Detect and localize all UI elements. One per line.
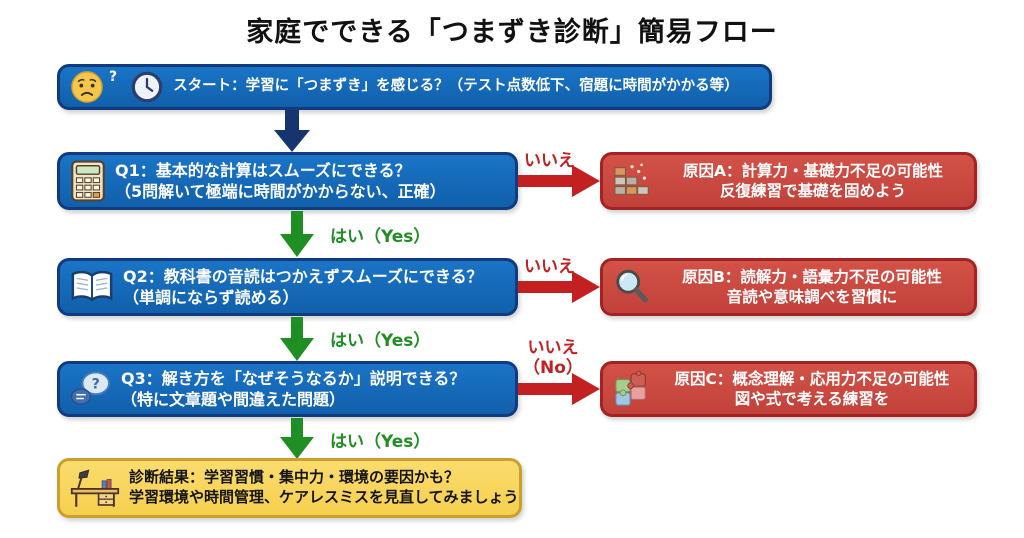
- q1-line2: （5問解いて極端に時間がかからない、正確）: [115, 182, 446, 201]
- arrow-down-yes-2: [277, 317, 317, 365]
- cause-a-box: 原因A：計算力・基礎力不足の可能性 反復練習で基礎を固めよう: [600, 152, 977, 210]
- cause-c-text: 原因C：概念理解・応用力不足の可能性 図や式で考える練習を: [660, 369, 964, 410]
- q2-box: Q2：教科書の音読はつかえずスムーズにできる？ （単調にならず読める）: [57, 258, 518, 316]
- desk-icon: [70, 467, 120, 509]
- yes-label-2: はい（Yes）: [330, 331, 431, 351]
- cause-b-text: 原因B：読解力・語彙力不足の可能性 音読や意味調べを習慣に: [660, 267, 964, 308]
- cause-c-box: 原因C：概念理解・応用力不足の可能性 図や式で考える練習を: [600, 361, 977, 417]
- q3-line1: Q3：解き方を「なぜそうなるか」説明できる？: [121, 368, 466, 388]
- clock-icon: [130, 70, 164, 104]
- q3-box: ? Q3：解き方を「なぜそうなるか」説明できる？ （特に文章題や間違えた問題）: [57, 361, 518, 417]
- q1-box: Q1：基本的な計算はスムーズにできる？ （5問解いて極端に時間がかからない、正確…: [57, 152, 518, 210]
- calculator-icon: [70, 160, 106, 202]
- arrow-right-no-1: [518, 164, 600, 202]
- result-text: 診断結果：学習習慣・集中力・環境の要因かも？ 学習環境や時間管理、ケアレスミスを…: [129, 468, 519, 508]
- arrow-right-no-2: [518, 270, 600, 308]
- cause-b-line1: 原因B：読解力・語彙力不足の可能性: [682, 267, 942, 286]
- arrow-right-no-3: [518, 372, 600, 410]
- result-box: 診断結果：学習習慣・集中力・環境の要因かも？ 学習環境や時間管理、ケアレスミスを…: [57, 458, 522, 518]
- q3-text: Q3：解き方を「なぜそうなるか」説明できる？ （特に文章題や間違えた問題）: [121, 368, 465, 410]
- no-label-1: いいえ: [524, 151, 575, 171]
- open-book-icon: [70, 269, 114, 305]
- result-line1: 診断結果：学習習慣・集中力・環境の要因かも？: [129, 468, 460, 487]
- magnifier-icon: [613, 268, 651, 306]
- speech-bubbles-icon: ?: [70, 370, 112, 408]
- puzzle-icon: [613, 370, 651, 408]
- q3-line2: （特に文章題や間違えた問題）: [121, 390, 346, 409]
- cause-c-line2: 図や式で考える練習を: [734, 390, 890, 408]
- no-label-2: いいえ: [524, 257, 575, 277]
- svg-text:?: ?: [92, 377, 100, 393]
- arrow-down-yes-1: [277, 211, 317, 261]
- cause-a-line1: 原因A：計算力・基礎力不足の可能性: [683, 161, 943, 180]
- cause-b-line2: 音読や意味調べを習慣に: [726, 288, 898, 306]
- cause-a-text: 原因A：計算力・基礎力不足の可能性 反復練習で基礎を固めよう: [662, 161, 964, 202]
- q1-text: Q1：基本的な計算はスムーズにできる？ （5問解いて極端に時間がかからない、正確…: [115, 160, 446, 202]
- yes-label-1: はい（Yes）: [330, 227, 431, 247]
- cause-b-box: 原因B：読解力・語彙力不足の可能性 音読や意味調べを習慣に: [600, 258, 977, 316]
- yes-label-3: はい（Yes）: [330, 432, 431, 452]
- start-box: ? スタート：学習に「つまずき」を感じる？（テスト点数低下、宿題に時間がかかる等…: [57, 64, 772, 110]
- q1-line1: Q1：基本的な計算はスムーズにできる？: [115, 160, 411, 180]
- no-label-3-line2: （No）: [523, 358, 583, 378]
- page-title: 家庭でできる「つまずき診断」簡易フロー: [246, 17, 778, 48]
- arrow-down-yes-3: [277, 418, 317, 463]
- cause-a-line2: 反復練習で基礎を固めよう: [719, 182, 906, 200]
- bricks-icon: [613, 162, 653, 200]
- result-line2: 学習環境や時間管理、ケアレスミスを見直してみましょう: [129, 488, 519, 506]
- start-text: スタート：学習に「つまずき」を感じる？（テスト点数低下、宿題に時間がかかる等）: [173, 78, 739, 95]
- question-mark-icon: ?: [109, 69, 118, 85]
- q2-line2: （単調にならず読める）: [123, 288, 299, 307]
- no-label-3-line1: いいえ: [527, 338, 579, 358]
- worried-face-icon: [70, 70, 104, 104]
- q2-line1: Q2：教科書の音読はつかえずスムーズにできる？: [123, 266, 483, 286]
- cause-c-line1: 原因C：概念理解・応用力不足の可能性: [674, 369, 950, 388]
- q2-text: Q2：教科書の音読はつかえずスムーズにできる？ （単調にならず読める）: [123, 266, 483, 308]
- arrow-down-start: [272, 110, 312, 156]
